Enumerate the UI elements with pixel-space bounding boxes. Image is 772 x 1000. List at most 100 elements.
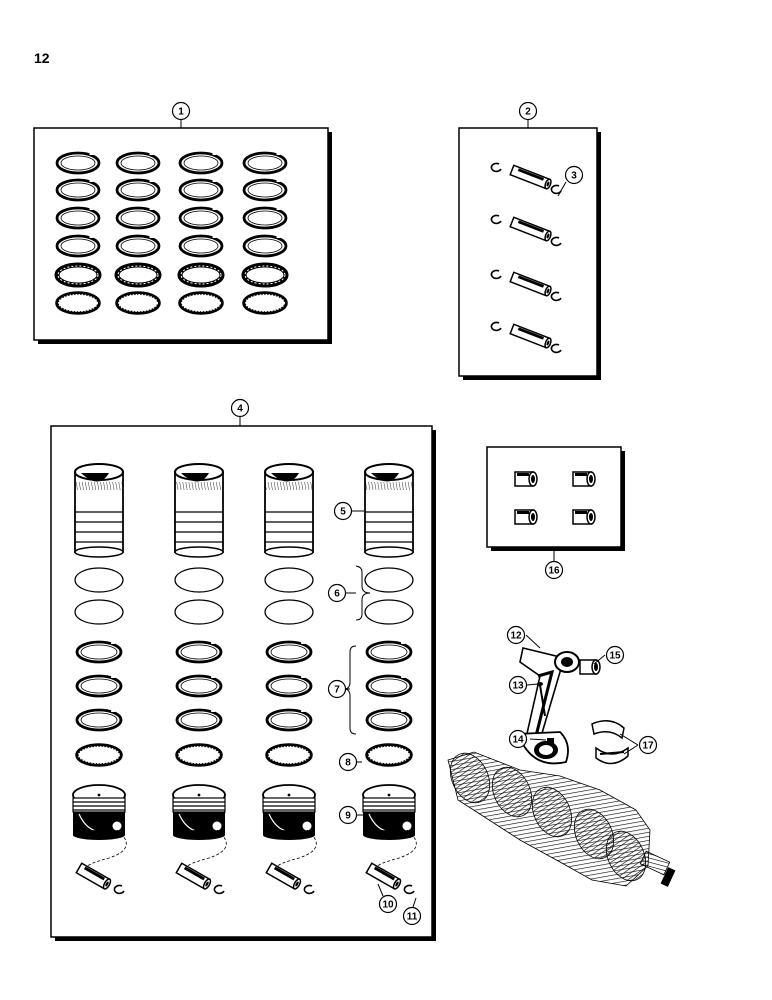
- expander-ring: [115, 291, 161, 315]
- callout-6: 6: [327, 583, 347, 603]
- rod-nut: [547, 738, 554, 744]
- ring-inner-edge: [247, 182, 283, 198]
- ring-gap: [149, 178, 154, 182]
- pin-bore: [105, 881, 109, 887]
- ring-inner-edge: [183, 238, 219, 254]
- expander-texture: [368, 746, 410, 764]
- ring-gap: [211, 674, 216, 678]
- piston: [362, 784, 416, 840]
- pin-highlight: [83, 866, 106, 881]
- piston-ring: [178, 178, 224, 202]
- piston-ring: [265, 640, 313, 664]
- callout-number: 17: [642, 741, 654, 752]
- leader-line: [525, 634, 541, 649]
- compression-ring: [55, 234, 101, 258]
- compression-ring: [365, 640, 413, 664]
- seal-ring: [174, 599, 224, 625]
- ring-gap: [401, 640, 406, 644]
- oil-ring-outer: [54, 262, 102, 288]
- sleeve-kit-column: [72, 463, 127, 895]
- sleeve-bottom: [74, 546, 124, 558]
- retainer-clip: [213, 884, 225, 895]
- callout-circle: [333, 501, 353, 521]
- clip-ring: [490, 269, 502, 280]
- bearing-shell-upper: [591, 720, 625, 740]
- piston-crown-mark: [287, 793, 291, 797]
- retainer-clip: [303, 884, 315, 895]
- crank-web: [573, 808, 615, 860]
- callout-number: 9: [345, 811, 351, 822]
- compression-ring: [178, 151, 224, 175]
- piston-bottom: [363, 830, 415, 840]
- pin-body: [509, 164, 552, 190]
- callout-number: 7: [334, 685, 340, 696]
- piston-pin: [365, 862, 402, 890]
- piston-ring: [115, 206, 161, 230]
- retainer-clip: [403, 884, 415, 895]
- sleeve-bottom: [264, 546, 314, 558]
- seal-ring: [74, 599, 124, 625]
- piston-ring: [55, 291, 101, 315]
- bushing-group: [514, 471, 596, 525]
- pin-bore: [395, 881, 399, 887]
- expander-texture: [181, 294, 221, 312]
- piston-ring: [265, 674, 313, 698]
- ring-inner-edge: [60, 238, 96, 254]
- ring-gap: [401, 674, 406, 678]
- piston-ring: [265, 708, 313, 732]
- pin-bore: [295, 881, 299, 887]
- leader-line: [377, 883, 384, 897]
- piston-ring: [365, 674, 413, 698]
- crank-web: [605, 830, 647, 882]
- callout-number: 1: [178, 107, 184, 118]
- piston: [262, 784, 316, 840]
- ring-gap: [89, 234, 94, 238]
- compression-ring: [242, 151, 288, 175]
- retainer-clip: [550, 236, 562, 247]
- compression-ring: [265, 640, 313, 664]
- piston-ring: [74, 599, 124, 625]
- piston-ring: [178, 234, 224, 258]
- callout-number: 4: [237, 404, 243, 415]
- piston-ring: [175, 640, 223, 664]
- callout-number: 8: [345, 758, 351, 769]
- callout-5: 5: [333, 501, 353, 521]
- oil-ring-slots: [180, 265, 222, 285]
- pin-body: [509, 323, 552, 349]
- ring-gap: [149, 234, 154, 238]
- compression-ring: [115, 234, 161, 258]
- expander-texture: [245, 294, 285, 312]
- bushing-bore: [531, 475, 535, 483]
- callout-circle: [564, 165, 584, 185]
- retainer-clip: [550, 343, 562, 354]
- seal-ring: [264, 567, 314, 593]
- piston-ring: [175, 708, 223, 732]
- bushing-shade: [517, 473, 529, 476]
- expander-ring: [75, 743, 123, 767]
- compression-ring: [178, 178, 224, 202]
- ring-gap: [89, 151, 94, 155]
- piston-ring: [114, 262, 162, 288]
- crank-web: [491, 766, 533, 818]
- pin-body: [75, 862, 112, 890]
- sleeve-flange-shade: [365, 482, 413, 490]
- ring-gap: [212, 151, 217, 155]
- leader-line: [619, 733, 639, 755]
- pin-highlight: [517, 168, 545, 181]
- callout-17: 17: [638, 735, 658, 755]
- ring-gap: [211, 640, 216, 644]
- seal-ring: [74, 567, 124, 593]
- compression-ring: [75, 674, 123, 698]
- crank-nose: [639, 850, 671, 876]
- piston-pin: [509, 216, 552, 242]
- piston-ring: [74, 567, 124, 593]
- compression-ring: [55, 178, 101, 202]
- ring-inner-edge: [80, 644, 118, 660]
- ring-inner-edge: [370, 678, 408, 694]
- ring-gap: [149, 206, 154, 210]
- rod-bushing: [572, 509, 596, 525]
- piston-ring: [264, 567, 314, 593]
- piston-ring: [177, 262, 225, 288]
- callout-1: 1: [171, 101, 191, 121]
- bushing-shade: [575, 473, 587, 476]
